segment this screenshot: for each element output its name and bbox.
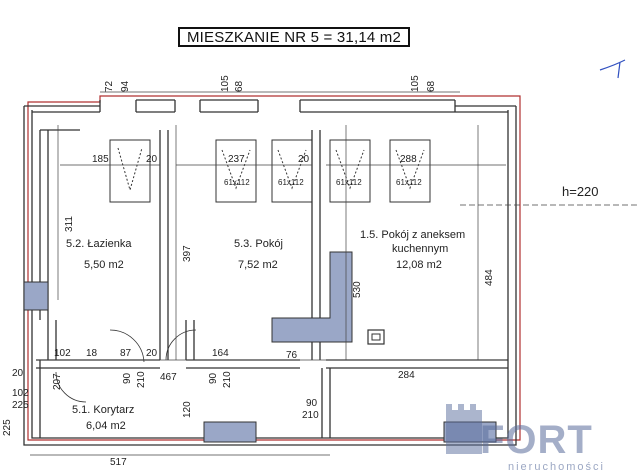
dim-185: 185 — [92, 154, 109, 165]
dim-284: 284 — [398, 370, 415, 381]
dim-517: 517 — [110, 457, 127, 468]
room-area-lazienka: 5,50 m2 — [84, 259, 124, 271]
bathroom-fixture — [23, 281, 49, 311]
room-label-korytarz: 5.1. Korytarz — [72, 404, 135, 416]
dim-90c: 90 — [306, 398, 318, 409]
dim-311: 311 — [64, 216, 75, 232]
room-label-pokoj: 5.3. Pokój — [234, 238, 283, 250]
logo-mark — [446, 404, 482, 454]
dim-90b: 90 — [208, 372, 219, 384]
window-size-label: 61x112 — [336, 178, 362, 187]
room-area-pokoj: 7,52 m2 — [238, 259, 278, 271]
dim-210a: 210 — [136, 371, 147, 388]
stove-symbol — [367, 329, 385, 345]
dim-397: 397 — [182, 245, 193, 262]
height-note: h=220 — [562, 184, 599, 199]
dim-20a: 20 — [146, 154, 158, 165]
dim-102b: 102 — [12, 388, 29, 399]
dim-94: 94 — [120, 80, 131, 92]
dim-120: 120 — [182, 401, 193, 418]
dim-530: 530 — [352, 281, 363, 298]
dim-72: 72 — [104, 80, 115, 92]
dim-20c: 20 — [146, 348, 158, 359]
walls — [23, 99, 517, 446]
dim-288: 288 — [400, 154, 417, 165]
dim-76: 76 — [286, 350, 298, 361]
dim-90a: 90 — [122, 372, 133, 384]
room-label-aneks-line2: kuchennym — [392, 243, 449, 255]
windows — [109, 139, 431, 203]
room-area-korytarz: 6,04 m2 — [86, 420, 126, 432]
dim-105a: 105 — [220, 75, 231, 92]
dim-210c: 210 — [302, 410, 319, 421]
dim-164: 164 — [212, 348, 229, 359]
dim-105b: 105 — [410, 75, 421, 92]
dim-225: 225 — [12, 400, 29, 411]
pen-mark — [599, 59, 626, 79]
dim-87: 87 — [120, 348, 132, 359]
dim-102: 102 — [54, 348, 71, 359]
dim-20b: 20 — [298, 154, 310, 165]
dim-210b: 210 — [222, 371, 233, 388]
entry-fixture — [203, 421, 257, 443]
room-label-aneks-line1: 1.5. Pokój z aneksem — [360, 229, 466, 241]
logo-tagline: nieruchomości — [508, 461, 605, 473]
dim-68a: 68 — [234, 80, 245, 92]
kitchen-counter — [271, 251, 353, 343]
dim-207: 207 — [52, 373, 63, 390]
dim-225b: 225 — [2, 419, 13, 436]
dim-68b: 68 — [426, 80, 437, 92]
apartment-title: MIESZKANIE NR 5 = 31,14 m2 — [178, 27, 410, 47]
room-area-aneks: 12,08 m2 — [396, 259, 442, 271]
dim-237: 237 — [228, 154, 245, 165]
dim-484: 484 — [484, 269, 495, 286]
dim-467: 467 — [160, 372, 177, 383]
room-label-lazienka: 5.2. Łazienka — [66, 238, 132, 250]
window-size-label: 61x112 — [396, 178, 422, 187]
dim-20d: 20 — [12, 368, 24, 379]
dimension-lines — [30, 91, 640, 456]
dim-18: 18 — [86, 348, 98, 359]
window-size-label: 61x112 — [224, 178, 250, 187]
window-size-label: 61x112 — [278, 178, 304, 187]
logo-wordmark: FORT — [480, 418, 593, 462]
door-swings — [55, 329, 197, 403]
